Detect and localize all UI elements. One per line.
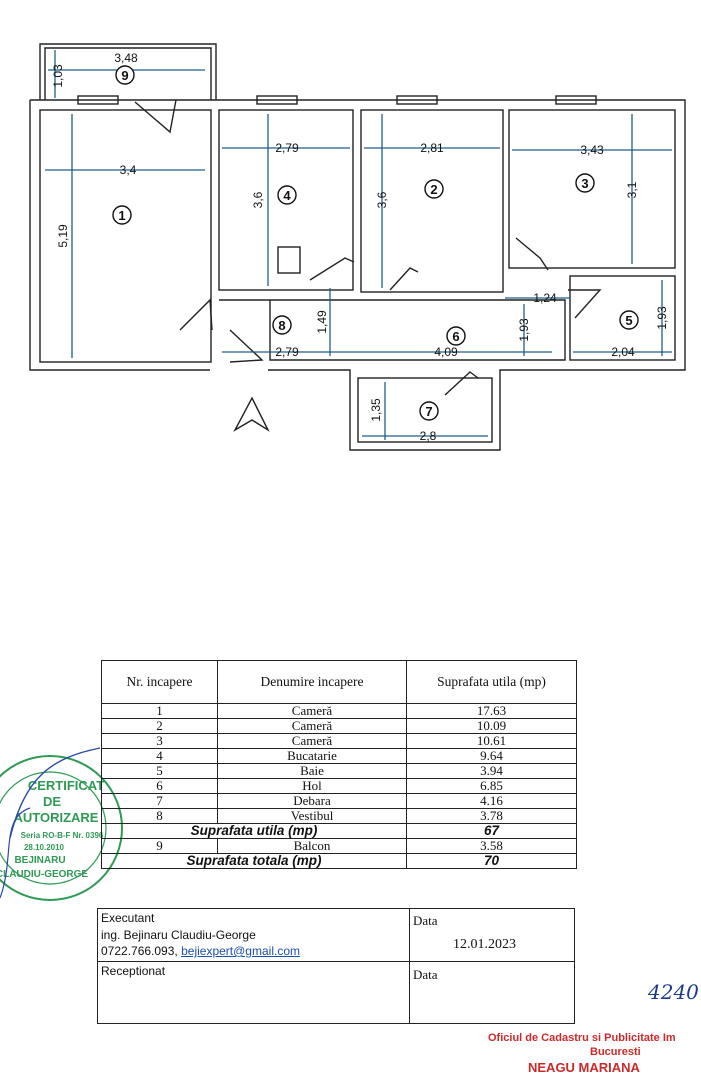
- dim-4-depth: 3,6: [251, 191, 265, 208]
- svg-text:6: 6: [452, 329, 459, 344]
- room-labels: 9 1 4 2 3 8 6 5 7: [112, 65, 639, 421]
- office-stamp: Oficiul de Cadastru si Publicitate Im Bu…: [480, 1020, 701, 1080]
- svg-text:28.10.2010: 28.10.2010: [24, 843, 65, 852]
- room-label-8: 8: [272, 315, 292, 335]
- svg-text:4: 4: [283, 188, 291, 203]
- dim-2-width: 2,81: [420, 141, 444, 155]
- floor-plan: 9 1 4 2 3 8 6 5 7 3,48 1,03 3,4 5,19 2,7…: [29, 43, 686, 451]
- dim-8-depth: 1,49: [315, 310, 329, 334]
- data-value: 12.01.2023: [453, 937, 516, 952]
- dim-6-depth: 1,93: [517, 318, 531, 342]
- svg-text:AUTORIZARE: AUTORIZARE: [14, 810, 99, 825]
- header-name: Denumire incapere: [217, 660, 407, 704]
- room-label-4: 4: [277, 185, 297, 205]
- svg-text:3: 3: [581, 176, 588, 191]
- total-useful-label: Suprafata utila (mp): [101, 823, 407, 839]
- room-label-2: 2: [424, 179, 444, 199]
- dim-3-depth: 3,1: [625, 181, 639, 198]
- dim-1-width: 3,4: [120, 163, 137, 177]
- plan-walls: [29, 43, 686, 451]
- signature-block: Executant ing. Bejinaru Claudiu-George 0…: [97, 908, 575, 1024]
- svg-text:BEJINARU: BEJINARU: [14, 855, 65, 866]
- svg-text:5: 5: [625, 313, 632, 328]
- data-label: Data: [413, 913, 438, 928]
- svg-text:CLAUDIU-GEORGE: CLAUDIU-GEORGE: [0, 869, 88, 880]
- dim-9-depth: 1,03: [51, 64, 65, 88]
- room-label-6: 6: [446, 326, 466, 346]
- room-label-7: 7: [419, 401, 439, 421]
- dimension-labels: 3,48 1,03 3,4 5,19 2,79 3,6 2,81 3,6 3,4…: [51, 51, 669, 443]
- dim-4-width: 2,79: [275, 141, 299, 155]
- dim-9-width: 3,48: [114, 51, 138, 65]
- north-arrow-icon: [233, 396, 270, 432]
- room-label-5: 5: [619, 310, 639, 330]
- svg-text:7: 7: [425, 404, 432, 419]
- header-area: Suprafata utila (mp): [406, 660, 577, 704]
- executant-email-link[interactable]: bejiexpert@gmail.com: [181, 944, 300, 958]
- dim-8-width: 2,79: [275, 345, 299, 359]
- dim-6-offset: 1,24: [533, 291, 557, 305]
- office-stamp-line2: Bucuresti: [590, 1046, 641, 1058]
- svg-text:8: 8: [278, 318, 285, 333]
- office-stamp-line3: NEAGU MARIANA: [528, 1060, 640, 1075]
- svg-text:2: 2: [430, 182, 437, 197]
- svg-text:Seria RO-B-F Nr. 0396: Seria RO-B-F Nr. 0396: [21, 831, 104, 840]
- svg-text:CERTIFICAT: CERTIFICAT: [28, 778, 104, 793]
- room-label-3: 3: [575, 173, 595, 193]
- room-label-1: 1: [112, 205, 132, 225]
- dim-1-depth: 5,19: [56, 224, 70, 248]
- data2-label: Data: [413, 967, 438, 982]
- dim-3-width: 3,43: [580, 143, 604, 157]
- dim-5-depth: 1,93: [655, 306, 669, 330]
- room-label-9: 9: [115, 65, 135, 85]
- handwritten-number: 4240: [648, 980, 699, 1004]
- executant-phone: 0722.766.093,: [101, 944, 178, 958]
- office-stamp-line1: Oficiul de Cadastru si Publicitate Im: [488, 1032, 676, 1044]
- dim-6-width: 4,09: [434, 345, 458, 359]
- dim-7-width: 2,8: [420, 429, 437, 443]
- header-nr: Nr. incapere: [101, 660, 218, 704]
- executant-contact: 0722.766.093, bejiexpert@gmail.com: [101, 944, 300, 958]
- dim-2-depth: 3,6: [375, 191, 389, 208]
- total-area-value: 70: [406, 853, 577, 869]
- total-useful-value: 67: [406, 823, 577, 839]
- svg-text:DE: DE: [43, 794, 61, 809]
- dim-7-depth: 1,35: [369, 398, 383, 422]
- svg-text:1: 1: [118, 208, 125, 223]
- svg-text:9: 9: [121, 68, 128, 83]
- receptionat-label: Receptionat: [101, 964, 166, 978]
- dim-5-width: 2,04: [611, 345, 635, 359]
- table-header-row: Nr. incapere Denumire incapere Suprafata…: [101, 660, 577, 704]
- total-area-label: Suprafata totala (mp): [101, 853, 407, 869]
- authorization-stamp: CERTIFICAT DE AUTORIZARE Seria RO-B-F Nr…: [0, 747, 123, 901]
- rooms-table: Nr. incapere Denumire incapere Suprafata…: [101, 660, 577, 869]
- total-area-row: Suprafata totala (mp) 70: [101, 853, 577, 869]
- executant-label: Executant: [101, 911, 155, 925]
- total-useful-row: Suprafata utila (mp) 67: [101, 823, 577, 839]
- executant-name: ing. Bejinaru Claudiu-George: [101, 928, 256, 942]
